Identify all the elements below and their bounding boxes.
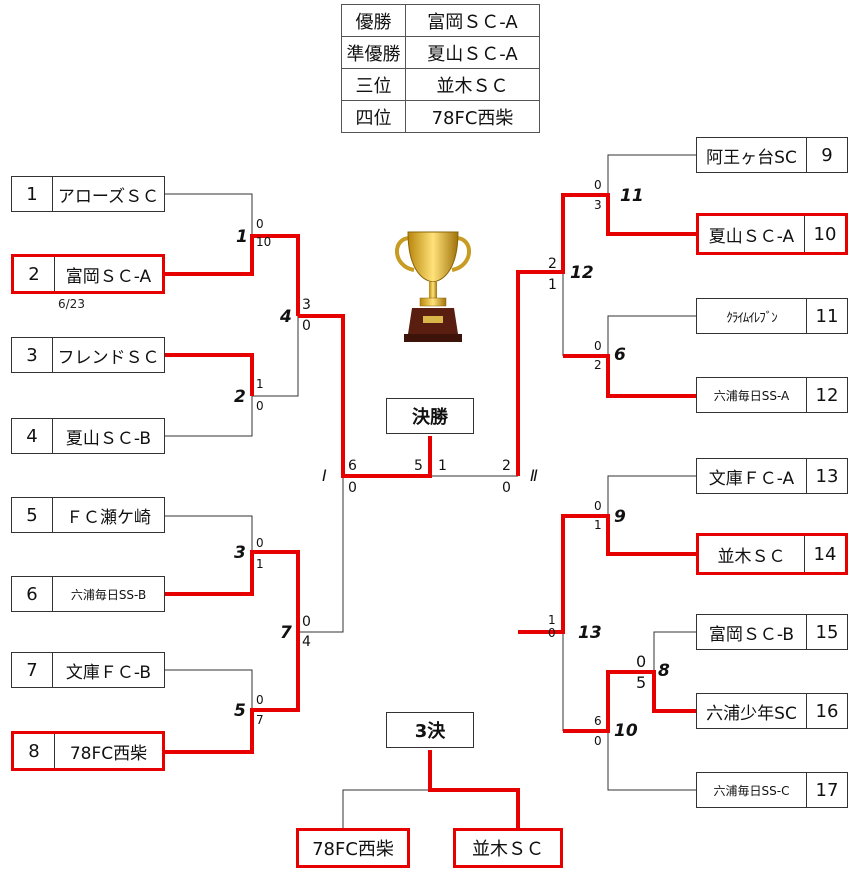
team-number: 11 — [806, 299, 847, 333]
team-name: 富岡ＳＣ-B — [708, 624, 795, 645]
rankings-table: 優勝 富岡ＳＣ-A 準優勝 夏山ＳＣ-A 三位 並木ＳＣ 四位 78FC西柴 — [341, 4, 540, 133]
team-box-6: 6 六浦毎日SS-B — [11, 576, 165, 612]
team-number: 9 — [806, 138, 847, 172]
team-name: 並木ＳＣ — [717, 546, 786, 567]
ranking-row: 優勝 富岡ＳＣ-A — [341, 4, 540, 37]
team-number: 5 — [12, 498, 53, 532]
win-path-m4 — [298, 314, 432, 478]
team-box-8: 8 78FC西柴 — [11, 731, 165, 771]
team-box-3: 3 フレンドＳＣ — [11, 337, 165, 373]
win-path-third — [428, 750, 520, 828]
team-name: 文庫ＦＣ-B — [65, 662, 152, 683]
ranking-value: 夏山ＳＣ-A — [405, 36, 540, 69]
line-m7-top — [298, 476, 344, 633]
win-path-m1 — [165, 234, 300, 316]
ranking-row: 四位 78FC西柴 — [341, 100, 540, 133]
ranking-value: 富岡ＳＣ-A — [405, 4, 540, 37]
team-name: 富岡ＳＣ-A — [65, 266, 152, 287]
team-box-11: 11 ｸﾗｲﾑｲﾚﾌﾞﾝ — [696, 298, 848, 334]
team-number: 17 — [806, 773, 847, 807]
ranking-label: 四位 — [341, 100, 406, 133]
team-name: ＦＣ瀬ケ崎 — [66, 507, 151, 528]
team-number: 3 — [12, 338, 53, 372]
line-m4-bottom — [252, 316, 299, 397]
team-name: 夏山ＳＣ-B — [65, 428, 152, 449]
ranking-value: 78FC西柴 — [405, 100, 540, 133]
win-path-m6 — [563, 354, 696, 398]
team-number: 2 — [14, 257, 55, 291]
team-number: 1 — [12, 177, 53, 211]
team-number: 10 — [804, 216, 845, 252]
team-name: 六浦毎日SS-A — [713, 388, 790, 403]
win-path-m2 — [165, 353, 254, 396]
ranking-label: 三位 — [341, 68, 406, 101]
team-number: 14 — [804, 536, 845, 572]
team-box-14: 14 並木ＳＣ — [696, 533, 848, 575]
team-number: 7 — [12, 653, 53, 687]
team-box-15: 15 富岡ＳＣ-B — [696, 614, 848, 650]
final-label: 決勝 — [386, 398, 474, 434]
win-path-m3 — [165, 550, 300, 632]
team-name: 夏山ＳＣ-A — [708, 226, 795, 247]
team-box-16: 16 六浦少年SC — [696, 693, 848, 729]
line-m11-top — [607, 154, 696, 195]
team-number: 4 — [12, 419, 53, 453]
team-box-17: 17 六浦毎日SS-C — [696, 772, 848, 808]
team-number: 12 — [806, 378, 847, 412]
win-path-m5 — [165, 632, 300, 754]
team-number: 16 — [806, 694, 847, 728]
team-name: 六浦毎日SS-B — [70, 587, 147, 602]
win-path-final-right — [516, 193, 696, 476]
team-name: 六浦毎日SS-C — [713, 783, 790, 798]
ranking-label: 優勝 — [341, 4, 406, 37]
line-m10-bottom — [607, 731, 696, 791]
team-number: 6 — [12, 577, 53, 611]
team-number: 15 — [806, 615, 847, 649]
match-date: 6/23 — [58, 297, 85, 311]
team-box-4: 4 夏山ＳＣ-B — [11, 418, 165, 454]
team-box-12: 12 六浦毎日SS-A — [696, 377, 848, 413]
team-name: 六浦少年SC — [706, 703, 797, 724]
team-name: 阿王ヶ台SC — [706, 147, 797, 168]
ranking-value: 並木ＳＣ — [405, 68, 540, 101]
trophy-icon — [395, 231, 471, 342]
win-path-m8 — [563, 670, 696, 733]
win-path-m9 — [518, 514, 696, 634]
ranking-row: 三位 並木ＳＣ — [341, 68, 540, 101]
team-number: 8 — [14, 734, 55, 768]
team-number: 13 — [806, 459, 847, 493]
team-box-9: 9 阿王ヶ台SC — [696, 137, 848, 173]
team-name: フレンドＳＣ — [57, 347, 160, 368]
team-box-1: 1 アローズＳＣ — [11, 176, 165, 212]
line-m1-top — [165, 193, 253, 236]
third-team-left: 78FC西柴 — [296, 828, 410, 868]
line-third-left — [342, 750, 431, 828]
line-m6-top — [607, 315, 696, 356]
line-m3-top — [165, 515, 253, 552]
team-name: 文庫ＦＣ-A — [708, 468, 795, 489]
team-box-13: 13 文庫ＦＣ-A — [696, 458, 848, 494]
line-m8-top — [653, 631, 696, 672]
line-m9-top — [607, 475, 696, 516]
team-box-7: 7 文庫ＦＣ-B — [11, 652, 165, 688]
line-m2-bottom — [165, 396, 253, 437]
third-team-right: 並木ＳＣ — [453, 828, 563, 868]
team-box-5: 5 ＦＣ瀬ケ崎 — [11, 497, 165, 533]
team-name: ｸﾗｲﾑｲﾚﾌﾞﾝ — [726, 310, 778, 326]
line-m5-top — [165, 669, 253, 710]
ranking-row: 準優勝 夏山ＳＣ-A — [341, 36, 540, 69]
team-name: 78FC西柴 — [69, 743, 148, 764]
team-box-10: 10 夏山ＳＣ-A — [696, 213, 848, 255]
team-box-2: 2 富岡ＳＣ-A — [11, 254, 165, 294]
third-place-label: 3決 — [386, 712, 474, 748]
ranking-label: 準優勝 — [341, 36, 406, 69]
team-name: アローズＳＣ — [57, 186, 160, 207]
